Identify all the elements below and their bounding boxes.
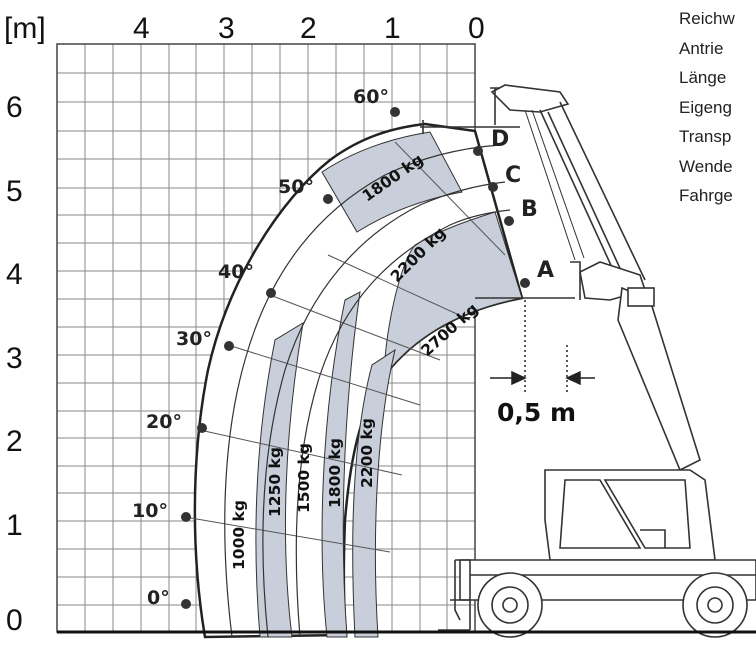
y-tick: 3 <box>6 342 23 375</box>
load-label: 1800 kg <box>326 438 344 508</box>
spec-item: Wende <box>679 156 733 176</box>
spec-item: Antrie <box>679 38 724 58</box>
angle-labels: 60° 50° 40° 30° 20° 10° 0° <box>132 86 389 609</box>
axis-unit-label: [m] <box>4 12 46 45</box>
angle-label: 30° <box>176 328 212 350</box>
load-label: 2200 kg <box>358 418 376 488</box>
spec-item: Eigeng <box>679 97 732 117</box>
x-tick: 3 <box>218 12 235 45</box>
x-tick: 1 <box>384 12 401 45</box>
specs-list: Reichw Antrie Länge Eigeng Transp Wende … <box>679 4 756 211</box>
x-tick: 0 <box>468 12 485 45</box>
load-label: 1500 kg <box>295 443 313 513</box>
y-tick: 4 <box>6 258 23 291</box>
angle-label: 50° <box>278 176 314 198</box>
point-label: D <box>491 127 509 152</box>
dimension-label: 0,5 m <box>497 398 576 427</box>
point-label: B <box>521 197 538 222</box>
spec-item: Länge <box>679 68 727 87</box>
boom-point-labels: D C B A <box>491 127 554 283</box>
spec-item: Transp <box>679 127 732 146</box>
y-tick: 6 <box>6 91 23 124</box>
load-label: 1000 kg <box>230 500 248 570</box>
y-tick: 0 <box>6 604 23 637</box>
x-tick: 2 <box>300 12 317 45</box>
boom-arcs <box>224 144 511 638</box>
spec-item: Fahrge <box>679 186 733 205</box>
spec-item: Reichw <box>679 9 735 28</box>
point-label: C <box>505 163 521 188</box>
load-bands <box>255 131 523 638</box>
angle-lines <box>184 141 506 553</box>
y-axis-ticks: 6 5 4 3 2 1 0 <box>6 91 23 637</box>
angle-label: 0° <box>147 587 170 609</box>
boom-points <box>473 146 530 288</box>
angle-label: 40° <box>218 261 254 283</box>
dimension-marker <box>490 300 595 392</box>
y-tick: 5 <box>6 175 23 208</box>
point-label: A <box>537 258 554 283</box>
load-labels-vertical: 1000 kg 1250 kg 1500 kg 1800 kg 2200 kg <box>230 418 376 570</box>
angle-label: 20° <box>146 411 182 433</box>
x-tick: 4 <box>133 12 150 45</box>
angle-label: 10° <box>132 500 168 522</box>
y-tick: 2 <box>6 425 23 458</box>
angle-markers <box>181 107 400 609</box>
angle-label: 60° <box>353 86 389 108</box>
x-axis-ticks: 4 3 2 1 0 <box>133 12 485 45</box>
y-tick: 1 <box>6 509 23 542</box>
load-label: 1250 kg <box>266 447 284 517</box>
telehandler-drawing <box>420 84 756 638</box>
